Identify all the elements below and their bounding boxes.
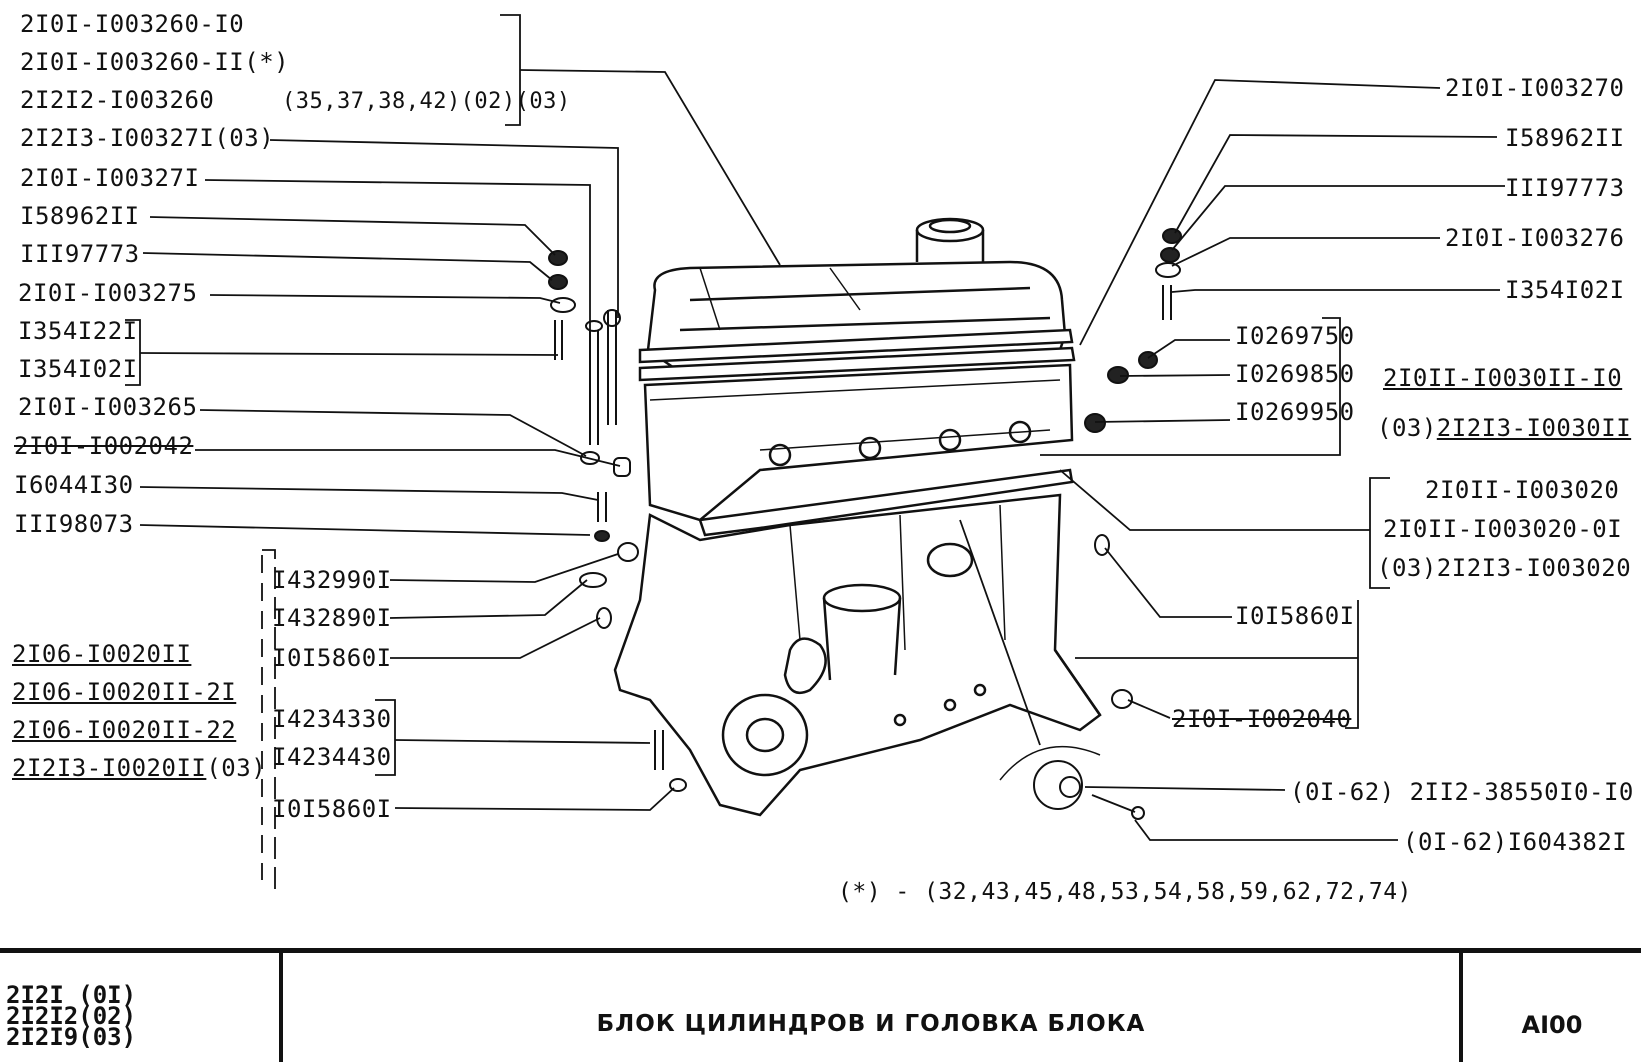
part-number-label: I0269950 bbox=[1235, 398, 1355, 426]
part-number-label: III97773 bbox=[20, 240, 140, 268]
part-number-label: I432890I bbox=[272, 604, 392, 632]
part-number-label: 2I0I-I003265 bbox=[18, 393, 198, 421]
model-item: 2I2I (0I) bbox=[6, 981, 137, 1009]
part-number-label: I6044I30 bbox=[14, 471, 134, 499]
part-number-label: I4234430 bbox=[272, 743, 392, 771]
sheet-title: БЛОК ЦИЛИНДРОВ И ГОЛОВКА БЛОКА bbox=[596, 1011, 1146, 1037]
assembly-number-label: (03)2I2I3-I0030II bbox=[1377, 414, 1631, 442]
part-number-label: (0I-62)I604382I bbox=[1403, 828, 1627, 856]
part-number-label: 2I0I-I003260-II(*) bbox=[20, 48, 290, 76]
assembly-number: 2I2I3-I0020II bbox=[12, 754, 207, 782]
title-block: 2I2I (0I) 2I2I2(02) 2I2I9(03) БЛОК ЦИЛИН… bbox=[0, 948, 1641, 1062]
model-list: 2I2I (0I) 2I2I2(02) 2I2I9(03) bbox=[6, 981, 137, 1062]
part-number-label: I0I5860I bbox=[272, 795, 392, 823]
divider bbox=[1459, 953, 1463, 1062]
engine-diagram bbox=[125, 14, 1505, 890]
part-number-label: 2I0I-I003260-I0 bbox=[20, 10, 245, 38]
part-number-label: I0269750 bbox=[1235, 322, 1355, 350]
part-number-label: III97773 bbox=[1505, 174, 1625, 202]
part-number-label: III98073 bbox=[14, 510, 134, 538]
part-number-label: I432990I bbox=[272, 566, 392, 594]
model-prefix: (03) bbox=[1377, 414, 1437, 442]
part-number-label: I354I22I bbox=[18, 317, 138, 345]
part-number-label: (0I-62) 2II2-38550I0-I0 bbox=[1290, 778, 1634, 806]
part-number: 2II2-38550I0-I0 bbox=[1409, 778, 1634, 806]
part-number-label: 2I0I-I00327I bbox=[20, 164, 200, 192]
model-item: 2I2I2(02) bbox=[6, 1002, 137, 1030]
model-range: (0I-62) bbox=[1290, 778, 1395, 806]
assembly-number-label: 2I0II-I0030II-I0 bbox=[1383, 364, 1623, 392]
part-number-label: (03)2I2I3-I003020 bbox=[1377, 554, 1632, 582]
part-number-label: I58962II bbox=[1505, 124, 1625, 152]
part-number-label: 2I0II-I003020-0I bbox=[1383, 515, 1623, 543]
part-number-label-discontinued: 2I0I-I002040 bbox=[1172, 705, 1352, 733]
model-item: 2I2I9(03) bbox=[6, 1023, 137, 1051]
part-number-label: I4234330 bbox=[272, 705, 392, 733]
part-number-label: I58962II bbox=[20, 202, 140, 230]
part-number-label: 2I0II-I003020 bbox=[1425, 476, 1620, 504]
assembly-number-label: 2I2I3-I0020II(03) bbox=[12, 754, 266, 782]
part-number-label: 2I0I-I003276 bbox=[1445, 224, 1625, 252]
part-number-label: 2I2I2-I003260 bbox=[20, 86, 215, 114]
part-number-label: I0269850 bbox=[1235, 360, 1355, 388]
assembly-number-label: 2I06-I0020II bbox=[12, 640, 192, 668]
part-number: I604382I bbox=[1507, 828, 1628, 856]
applicability-note: (35,37,38,42)(02)(03) bbox=[282, 89, 571, 114]
part-number-label: I0I5860I bbox=[272, 644, 392, 672]
small-parts-left bbox=[548, 250, 687, 792]
part-number-label: 2I2I3-I00327I(03) bbox=[20, 124, 275, 152]
part-number-label-discontinued: 2I0I-I002042 bbox=[14, 432, 194, 460]
model-range: (0I-62) bbox=[1403, 828, 1508, 856]
assembly-number-label: 2I06-I0020II-22 bbox=[12, 716, 237, 744]
divider bbox=[279, 953, 283, 1062]
assembly-number: 2I2I3-I0030II bbox=[1436, 414, 1632, 442]
leader-lines bbox=[125, 14, 1505, 890]
part-number-label: I0I5860I bbox=[1235, 602, 1355, 630]
sheet-code: AI00 bbox=[1521, 1011, 1583, 1039]
engine-illustration bbox=[613, 217, 1102, 817]
part-number-label: I354I02I bbox=[1505, 276, 1625, 304]
footnote: (*) - (32,43,45,48,53,54,58,59,62,72,74) bbox=[838, 879, 1412, 905]
assembly-number-label: 2I06-I0020II-2I bbox=[12, 678, 237, 706]
part-number-label: 2I0I-I003270 bbox=[1445, 74, 1625, 102]
model-suffix: (03) bbox=[206, 754, 267, 782]
part-number-label: I354I02I bbox=[18, 355, 138, 383]
part-number-label: 2I0I-I003275 bbox=[18, 279, 198, 307]
